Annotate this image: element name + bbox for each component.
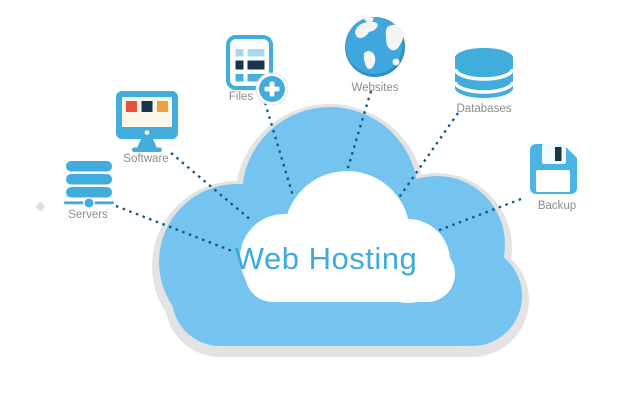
node-databases: Databases [453, 48, 515, 115]
node-label-servers: Servers [68, 209, 108, 221]
node-label-databases: Databases [457, 103, 512, 115]
document-add-icon [226, 35, 289, 106]
node-files: Files [226, 35, 289, 106]
node-servers: Servers [64, 161, 114, 221]
database-stack-icon [453, 48, 515, 98]
node-label-software: Software [123, 153, 168, 165]
inner-cloud [240, 171, 455, 303]
node-websites: Websites [345, 17, 405, 94]
connector-lines [115, 90, 522, 253]
decorative-diamond [35, 201, 46, 212]
globe-icon [345, 17, 405, 77]
plus-badge-icon [255, 72, 289, 106]
page-title: Web Hosting [235, 241, 417, 276]
node-label-websites: Websites [351, 82, 398, 94]
floppy-disk-icon [530, 144, 577, 194]
monitor-icon [116, 91, 178, 152]
connector-databases [390, 112, 459, 210]
connector-backup [428, 197, 522, 236]
server-stack-icon [64, 161, 114, 209]
node-backup: Backup [530, 144, 577, 212]
node-label-files: Files [229, 91, 254, 103]
node-label-backup: Backup [538, 200, 576, 212]
node-software: Software [116, 91, 178, 165]
connector-files [261, 95, 295, 197]
